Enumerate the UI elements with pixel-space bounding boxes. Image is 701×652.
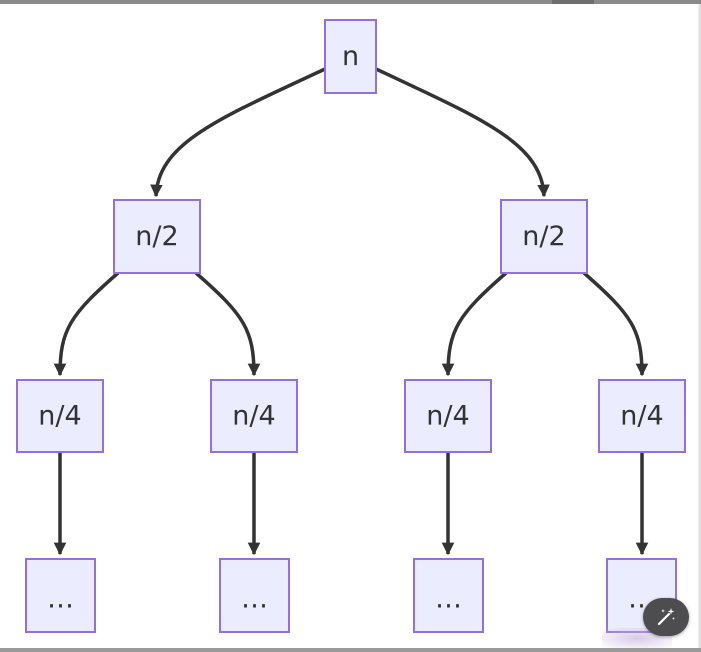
- node-box: [598, 379, 686, 453]
- node-label: n/4: [426, 401, 469, 432]
- node-l1-left: n/2: [113, 199, 201, 274]
- node-l2-a: n/4: [16, 379, 104, 453]
- node-l3-a: …: [25, 558, 96, 633]
- edge-l1-right-l2-d: [582, 271, 649, 377]
- node-box: [210, 379, 298, 453]
- top-border-segment: [552, 0, 594, 4]
- node-l2-b: n/4: [210, 379, 298, 453]
- node-label: n/4: [38, 401, 81, 432]
- node-box: [500, 199, 588, 274]
- node-l3-c: …: [413, 558, 484, 633]
- node-box: [413, 558, 484, 633]
- node-l2-d: n/4: [598, 379, 686, 453]
- node-label: n/4: [232, 401, 275, 432]
- magic-edit-button[interactable]: [643, 598, 689, 636]
- node-label: n/2: [135, 221, 178, 252]
- node-box: [113, 199, 201, 274]
- node-root: n: [324, 19, 377, 94]
- edge-l1-left-l2-b: [194, 271, 261, 377]
- window-top-border: [0, 0, 701, 4]
- node-l2-c: n/4: [404, 379, 492, 453]
- edge-root-l1-right: [375, 67, 550, 198]
- right-edge-shadow: [698, 4, 701, 648]
- node-label: n: [342, 41, 359, 72]
- node-l3-b: …: [219, 558, 290, 633]
- node-box: [324, 19, 377, 94]
- magic-wand-icon: [657, 608, 675, 626]
- edge-root-l1-left: [150, 67, 326, 198]
- node-l1-right: n/2: [500, 199, 588, 274]
- node-label: n/2: [522, 221, 565, 252]
- edge-l1-right-l2-c: [441, 271, 508, 377]
- node-label: …: [47, 584, 74, 615]
- node-label: n/4: [620, 401, 663, 432]
- window-bottom-border: [0, 648, 701, 652]
- node-box: [219, 558, 290, 633]
- node-box: [16, 379, 104, 453]
- edges: [53, 67, 649, 556]
- node-label: …: [435, 584, 462, 615]
- edge-l1-left-l2-a: [53, 271, 120, 377]
- node-box: [404, 379, 492, 453]
- node-box: [25, 558, 96, 633]
- node-label: …: [241, 584, 268, 615]
